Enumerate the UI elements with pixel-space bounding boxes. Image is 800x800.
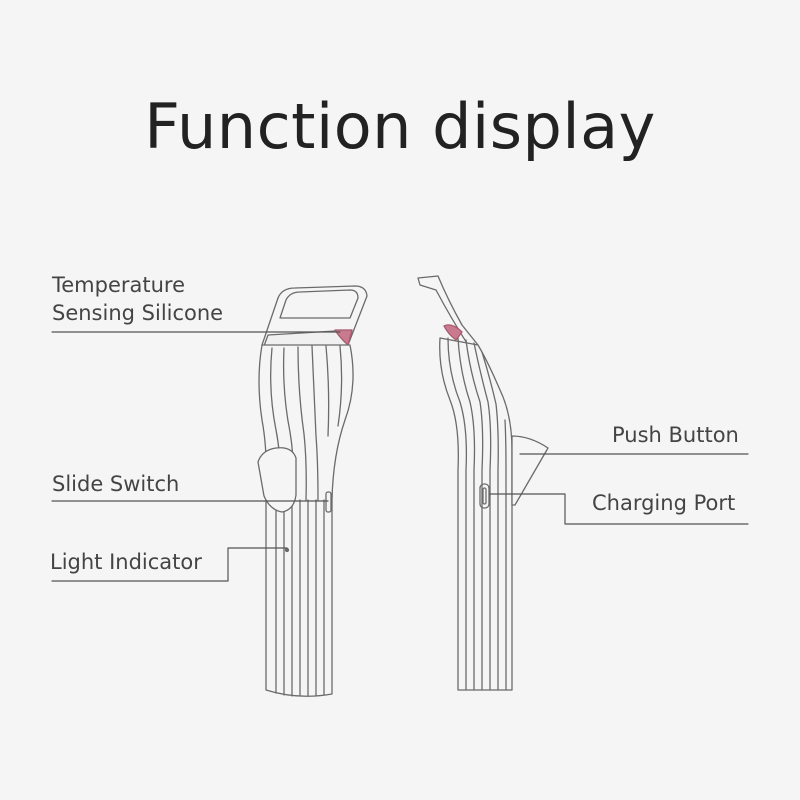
slide-switch-knob (257, 447, 297, 513)
label-temperature-sensing-silicone: Temperature Sensing Silicone (52, 271, 223, 327)
label-push-button: Push Button (612, 423, 739, 447)
side-device (417, 275, 549, 691)
label-charging-port: Charging Port (592, 491, 736, 515)
front-device (257, 285, 368, 697)
callout-lines (51, 331, 749, 582)
label-slide-switch: Slide Switch (52, 472, 180, 496)
push-button-part (511, 435, 549, 506)
page-title: Function display (144, 90, 656, 163)
label-temperature-line1: Temperature (52, 273, 186, 297)
label-light-indicator: Light Indicator (50, 550, 202, 574)
label-temperature-line2: Sensing Silicone (52, 301, 224, 325)
